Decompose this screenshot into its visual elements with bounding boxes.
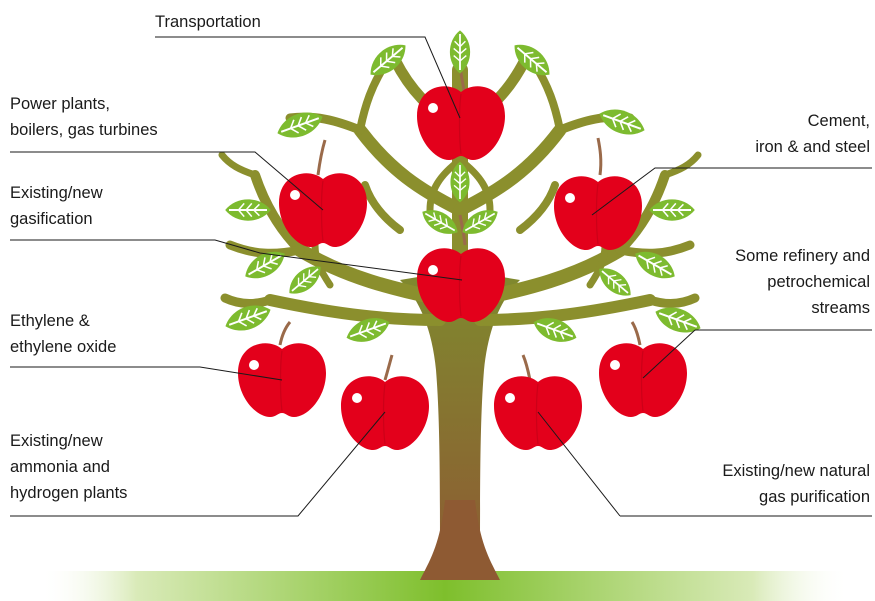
leader-lines xyxy=(10,36,872,517)
label-ammonia: Existing/new ammonia and hydrogen plants xyxy=(10,432,128,502)
label-ethylene: Ethylene & ethylene oxide xyxy=(10,312,117,356)
apple-transportation xyxy=(416,85,506,161)
apple-ethylene xyxy=(237,342,327,418)
label-natural-gas: Existing/new natural gas purification xyxy=(722,462,870,506)
apple-natural-gas xyxy=(493,375,583,451)
apple-ammonia xyxy=(340,375,430,451)
label-transportation: Transportation xyxy=(155,13,261,31)
label-cement: Cement, iron & and steel xyxy=(755,112,870,156)
apple-refinery xyxy=(598,342,688,418)
label-power-plants: Power plants, boilers, gas turbines xyxy=(10,95,158,139)
apple-gasification xyxy=(416,247,506,323)
tree-trunk xyxy=(400,270,520,575)
label-gasification: Existing/new gasification xyxy=(10,184,103,228)
label-refinery: Some refinery and petrochemical streams xyxy=(735,247,870,317)
